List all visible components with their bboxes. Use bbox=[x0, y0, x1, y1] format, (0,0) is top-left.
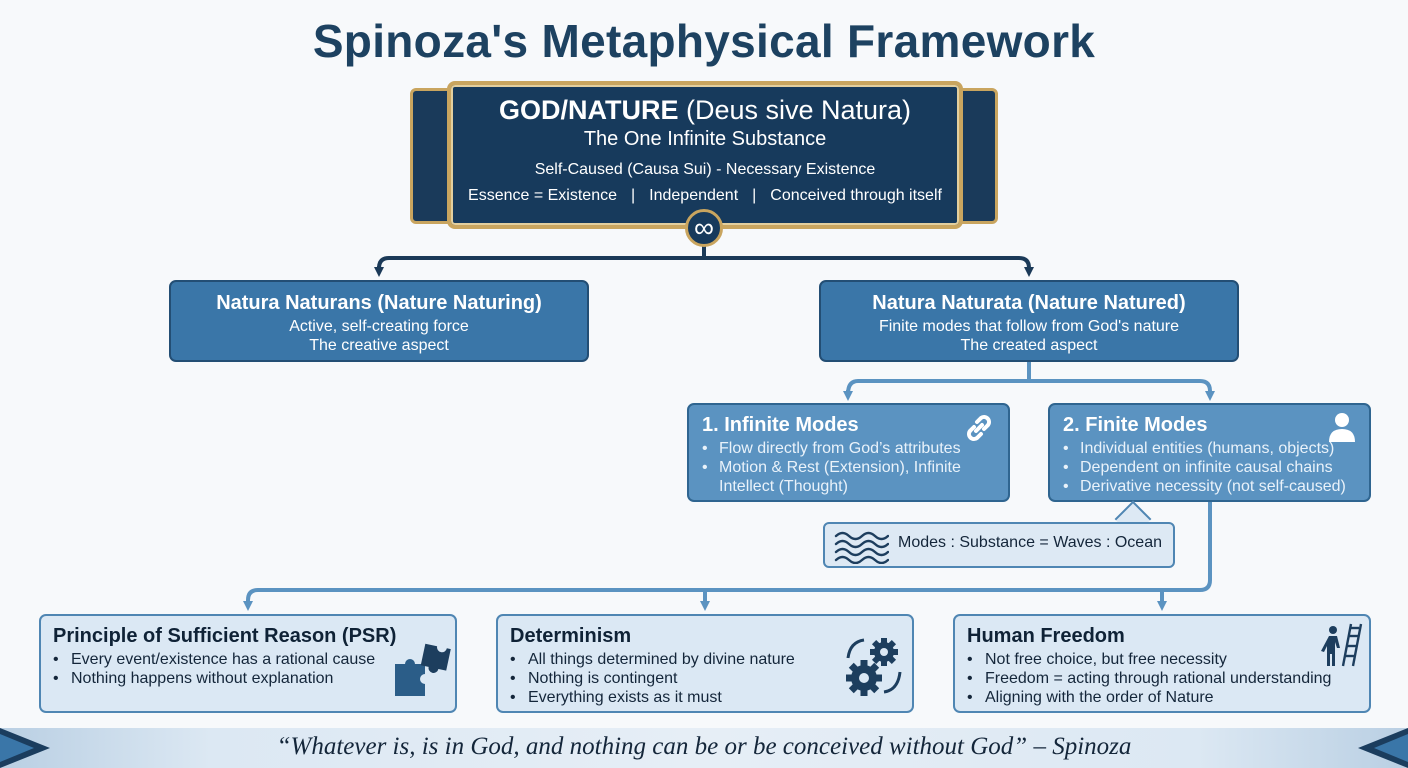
infinite-modes-box: 1. Infinite Modes Flow directly from God… bbox=[687, 403, 1010, 502]
infinite-modes-title: 1. Infinite Modes bbox=[702, 414, 859, 436]
infinity-icon: ∞ bbox=[685, 209, 723, 247]
list-item: Nothing is contingent bbox=[510, 669, 912, 688]
god-cause-line: Self-Caused (Causa Sui) - Necessary Exis… bbox=[534, 161, 876, 178]
determinism-box: Determinism All things determined by div… bbox=[496, 614, 914, 713]
god-properties: Essence = Existence | Independent | Conceive… bbox=[451, 187, 959, 205]
analogy-text: Modes : Substance = Waves : Ocean bbox=[898, 534, 1162, 551]
god-property: Conceived through itself bbox=[770, 187, 942, 204]
left-arrow-decoration bbox=[0, 728, 50, 768]
list-item: Intellect (Thought) bbox=[719, 478, 848, 495]
natura-naturata-box: Natura Naturata (Nature Natured) Finite … bbox=[819, 280, 1239, 362]
separator: | bbox=[631, 187, 636, 204]
list-item: Aligning with the order of Nature bbox=[967, 688, 1369, 707]
determinism-list: All things determined by divine nature N… bbox=[498, 650, 912, 707]
right-arrow-decoration bbox=[1358, 728, 1408, 768]
finite-modes-title: 2. Finite Modes bbox=[1063, 414, 1208, 436]
natura-naturans-line: The creative aspect bbox=[309, 337, 449, 354]
list-item: Derivative necessity (not self-caused) bbox=[1063, 477, 1369, 496]
natura-naturans-title: Natura Naturans (Nature Naturing) bbox=[216, 292, 542, 314]
link-icon bbox=[962, 411, 996, 453]
list-item: Not free choice, but free necessity bbox=[967, 650, 1369, 669]
list-item: Individual entities (humans, objects) bbox=[1063, 439, 1369, 458]
god-title: GOD/NATURE (Deus sive Natura) bbox=[498, 95, 912, 125]
natura-naturata-line: The created aspect bbox=[960, 337, 1098, 354]
quote-banner: “Whatever is, is in God, and nothing can… bbox=[0, 728, 1408, 768]
human-freedom-title: Human Freedom bbox=[967, 625, 1125, 647]
list-item: Freedom = acting through rational unders… bbox=[967, 669, 1369, 688]
separator: | bbox=[752, 187, 757, 204]
connector-level2-bar bbox=[377, 256, 1034, 277]
list-item: Dependent on infinite causal chains bbox=[1063, 458, 1369, 477]
natura-naturata-line: Finite modes that follow from God's natu… bbox=[878, 318, 1180, 335]
psr-list: Every event/existence has a rational cau… bbox=[41, 650, 455, 688]
list-item: Motion & Rest (Extension), Infinite bbox=[702, 458, 1008, 477]
gears-icon bbox=[842, 632, 906, 703]
analogy-box: Modes : Substance = Waves : Ocean bbox=[823, 522, 1175, 568]
list-item: Flow directly from God’s attributes bbox=[702, 439, 1008, 458]
god-nature-box: GOD/NATURE (Deus sive Natura) The One In… bbox=[447, 81, 963, 229]
waves-icon bbox=[834, 531, 889, 564]
ladder-climber-icon bbox=[1319, 620, 1363, 673]
god-property: Essence = Existence bbox=[468, 187, 617, 204]
psr-box: Principle of Sufficient Reason (PSR) Eve… bbox=[39, 614, 457, 713]
page-title: Spinoza's Metaphysical Framework bbox=[312, 15, 1096, 67]
human-freedom-list: Not free choice, but free necessity Free… bbox=[955, 650, 1369, 707]
puzzle-icon bbox=[393, 642, 451, 705]
psr-title: Principle of Sufficient Reason (PSR) bbox=[53, 625, 397, 647]
infinite-modes-list: Flow directly from God’s attributes Moti… bbox=[689, 439, 1008, 496]
human-freedom-box: Human Freedom Not free choice, but free … bbox=[953, 614, 1371, 713]
list-item: Everything exists as it must bbox=[510, 688, 912, 707]
natura-naturans-line: Active, self-creating force bbox=[289, 318, 469, 335]
person-icon bbox=[1327, 411, 1357, 451]
finite-modes-list: Individual entities (humans, objects) De… bbox=[1050, 439, 1369, 496]
god-property: Independent bbox=[649, 187, 739, 204]
quote-text: “Whatever is, is in God, and nothing can… bbox=[276, 733, 1132, 760]
connector-modes-bar bbox=[846, 379, 1215, 401]
connector-bottom bbox=[243, 502, 1212, 611]
list-item: All things determined by divine nature bbox=[510, 650, 912, 669]
list-item: Every event/existence has a rational cau… bbox=[53, 650, 455, 669]
finite-modes-box: 2. Finite Modes Individual entities (hum… bbox=[1048, 403, 1371, 502]
determinism-title: Determinism bbox=[510, 625, 632, 647]
natura-naturata-title: Natura Naturata (Nature Natured) bbox=[872, 292, 1186, 314]
list-item: Nothing happens without explanation bbox=[53, 669, 455, 688]
natura-naturans-box: Natura Naturans (Nature Naturing) Active… bbox=[169, 280, 589, 362]
god-subtitle: The One Infinite Substance bbox=[583, 128, 827, 150]
